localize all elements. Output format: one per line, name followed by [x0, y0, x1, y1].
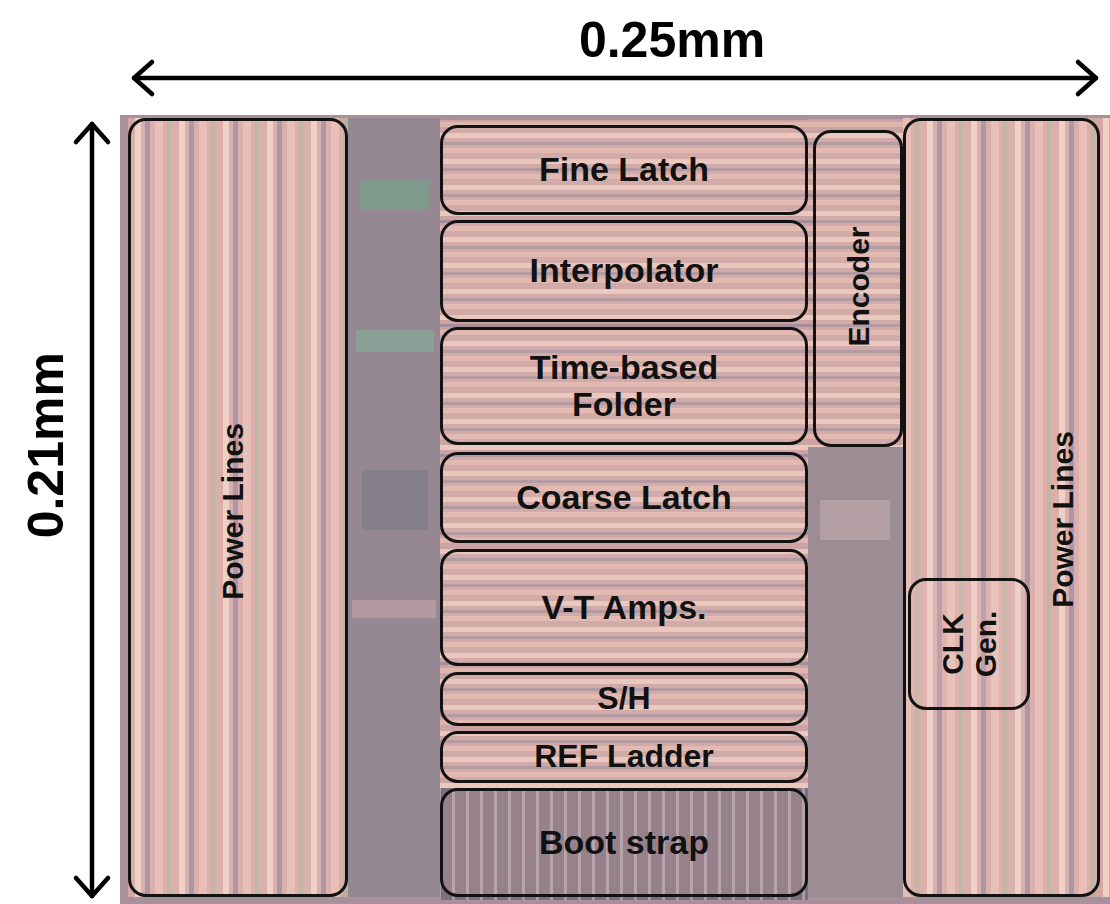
arrow-head	[1078, 62, 1096, 94]
circuit-block: Encoder	[813, 130, 903, 447]
block-label: Boot strap	[539, 824, 709, 861]
arrow-head	[76, 124, 108, 142]
block-label: Encoder	[842, 226, 875, 346]
metal-stripes	[903, 118, 1110, 897]
circuit-block: V-T Amps.	[440, 549, 808, 666]
circuit-block: S/H	[440, 672, 808, 726]
die-feature	[352, 600, 436, 618]
circuit-block: Boot strap	[440, 788, 808, 897]
dimension-label: 0.25mm	[575, 14, 769, 67]
circuit-block: Time-based Folder	[440, 327, 808, 445]
block-label: Fine Latch	[539, 151, 709, 188]
block-label: CLK Gen.	[936, 596, 1002, 692]
arrow-head	[134, 62, 152, 94]
circuit-block: Fine Latch	[440, 125, 808, 215]
circuit-block: CLK Gen. Power Lines	[903, 118, 1100, 897]
metal-stripes	[128, 118, 348, 897]
block-label: Time-based Folder	[474, 349, 774, 424]
block-label: Interpolator	[530, 252, 719, 289]
circuit-block: REF Ladder	[440, 731, 808, 783]
circuit-block: Power Lines	[128, 118, 348, 897]
dimension-line	[134, 76, 1096, 81]
circuit-block: Interpolator	[440, 220, 808, 322]
dimension-label: 0.21mm	[20, 348, 73, 542]
arrow-head	[76, 878, 108, 896]
die-feature	[360, 180, 430, 210]
circuit-block: Coarse Latch	[440, 452, 808, 543]
die-ground	[348, 118, 440, 897]
die-ground	[808, 447, 903, 897]
die-feature	[820, 500, 890, 540]
circuit-block: CLK Gen.	[908, 578, 1030, 710]
die-feature	[356, 330, 434, 352]
block-label: Power Lines	[216, 423, 249, 600]
metal-stripes	[808, 118, 903, 447]
dimension-line	[90, 124, 95, 896]
die-ground	[120, 115, 1110, 904]
block-label: REF Ladder	[534, 739, 714, 774]
block-label: S/H	[597, 681, 650, 716]
metal-stripes	[440, 120, 808, 788]
block-label: Coarse Latch	[516, 479, 731, 516]
metal-stripes	[440, 788, 808, 900]
block-label: V-T Amps.	[542, 589, 707, 626]
block-label: Power Lines	[1046, 431, 1079, 608]
die-feature	[362, 470, 428, 530]
